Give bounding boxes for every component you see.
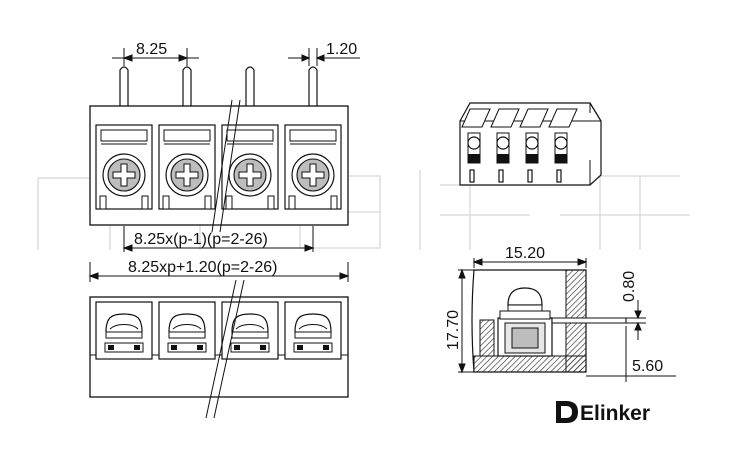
break-lines-front	[205, 279, 245, 419]
logo-text: Elinker	[580, 402, 650, 425]
pitch-label: 8.25	[136, 41, 167, 58]
span-total-label: 8.25xp+1.20(p=2-26)	[128, 259, 277, 276]
pin-thickness-label: 0.80	[621, 271, 638, 302]
logo-mark-icon	[556, 401, 578, 423]
break-lines-top	[211, 99, 241, 233]
pin-width-label: 1.20	[326, 41, 357, 58]
dim-pin-width: 1.20	[288, 41, 360, 66]
pin-length-label: 5.60	[632, 358, 663, 375]
side-view	[471, 269, 627, 373]
side-depth-label: 15.20	[505, 245, 545, 262]
dim-pin-length: 5.60	[586, 326, 676, 382]
dim-span-inner: 8.25x(p-1)(p=2-26)	[122, 226, 315, 252]
isometric-view	[459, 102, 602, 186]
pins	[119, 66, 318, 106]
span-inner-label: 8.25x(p-1)(p=2-26)	[134, 231, 268, 248]
top-view	[89, 66, 349, 233]
dim-span-total: 8.25xp+1.20(p=2-26)	[88, 259, 350, 282]
side-height-label: 17.70	[445, 310, 462, 350]
dim-pitch: 8.25	[112, 41, 199, 66]
dim-side-depth: 15.20	[472, 245, 588, 268]
dim-side-height: 17.70	[445, 268, 476, 374]
brand-logo: Elinker	[556, 401, 650, 425]
front-view	[89, 279, 349, 419]
dim-pin-thickness: 0.80	[621, 271, 646, 340]
